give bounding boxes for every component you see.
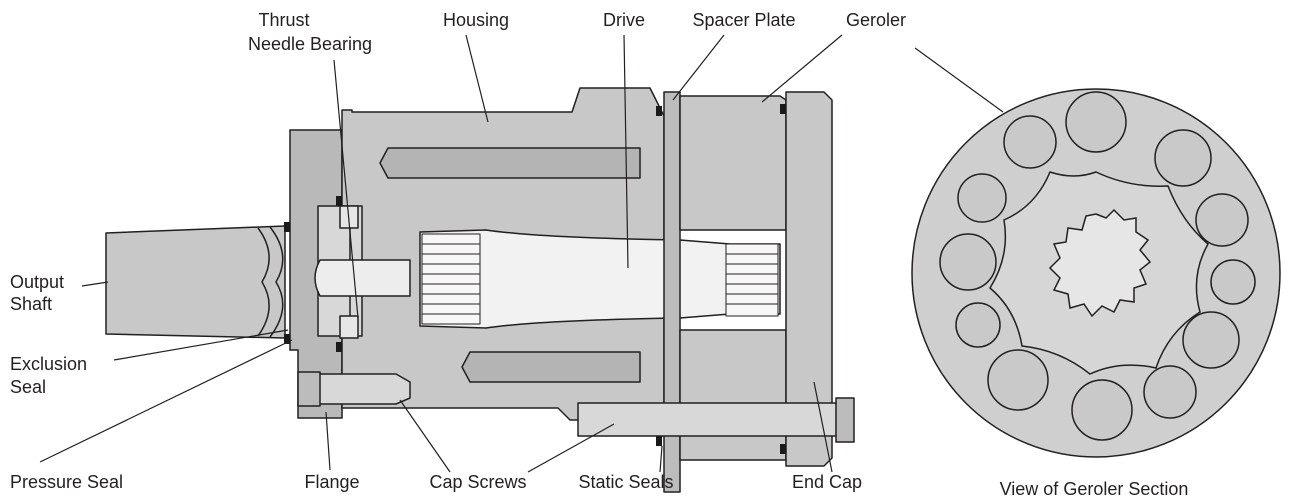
static-seal-bottom bbox=[656, 436, 662, 446]
leader-exclusion-seal bbox=[113, 329, 289, 361]
cap-screw-long bbox=[577, 402, 841, 437]
spacer-plate bbox=[663, 91, 681, 493]
pressure-seal-mark bbox=[284, 334, 290, 344]
housing-inner-cavity-top bbox=[379, 147, 641, 179]
leader-static-seals bbox=[659, 445, 663, 473]
shaft-coupling-curves bbox=[257, 226, 284, 338]
label-output-shaft-line2: Shaft bbox=[10, 294, 52, 314]
leader-housing bbox=[465, 34, 489, 123]
label-geroler: Geroler bbox=[846, 10, 906, 30]
leader-pressure-seal bbox=[39, 339, 293, 463]
bearing-seal-bottom bbox=[336, 342, 342, 352]
leader-geroler-section bbox=[914, 47, 1004, 113]
label-exclusion-seal-line2: Seal bbox=[10, 377, 46, 397]
label-thrust-bearing-line2: Needle Bearing bbox=[248, 34, 372, 54]
labels: Thrust Needle Bearing Housing Drive Spac… bbox=[10, 10, 1188, 499]
label-output-shaft-line1: Output bbox=[10, 272, 64, 292]
cap-screw-long-head bbox=[835, 397, 855, 443]
label-thrust-bearing-line1: Thrust bbox=[258, 10, 309, 30]
label-geroler-section-caption: View of Geroler Section bbox=[1000, 479, 1189, 499]
shaft-bore bbox=[314, 259, 411, 297]
cap-screw-lower bbox=[317, 373, 411, 405]
label-exclusion-seal-line1: Exclusion bbox=[10, 354, 87, 374]
leader-cap-screws-1 bbox=[399, 399, 451, 473]
cap-screw-lower-head bbox=[297, 371, 321, 407]
label-drive: Drive bbox=[603, 10, 645, 30]
thrust-bearing-bottom bbox=[339, 315, 359, 339]
leader-output-shaft bbox=[81, 281, 109, 287]
label-flange: Flange bbox=[304, 472, 359, 492]
bearing-seal-top bbox=[336, 196, 342, 206]
geroler-rollers bbox=[939, 91, 1256, 441]
geroler-section-view bbox=[911, 88, 1281, 458]
leader-spacer-plate bbox=[672, 34, 725, 101]
drive-spline-left bbox=[421, 233, 481, 325]
leader-drive bbox=[623, 34, 629, 269]
drive bbox=[419, 229, 781, 329]
motor-cross-section bbox=[105, 87, 855, 493]
exclusion-seal-mark bbox=[284, 222, 290, 232]
leader-end-cap bbox=[813, 381, 833, 473]
housing-inner-cavity-bottom bbox=[461, 351, 641, 383]
leader-cap-screws-2 bbox=[527, 423, 615, 473]
static-seal-bottom-2 bbox=[780, 444, 786, 454]
static-seal-top bbox=[656, 106, 662, 116]
seals bbox=[284, 104, 786, 454]
end-cap bbox=[785, 91, 833, 467]
output-shaft bbox=[105, 225, 286, 339]
leader-thrust-bearing bbox=[333, 59, 359, 319]
label-static-seals: Static Seals bbox=[578, 472, 673, 492]
label-spacer-plate: Spacer Plate bbox=[692, 10, 795, 30]
drive-spline-right bbox=[725, 243, 779, 317]
leader-geroler bbox=[761, 34, 843, 103]
label-pressure-seal: Pressure Seal bbox=[10, 472, 123, 492]
geroler-splined-bore bbox=[1048, 208, 1152, 318]
label-end-cap: End Cap bbox=[792, 472, 862, 492]
leader-flange bbox=[325, 411, 331, 471]
leader-lines bbox=[39, 34, 1004, 473]
static-seal-top-2 bbox=[780, 104, 786, 114]
label-housing: Housing bbox=[443, 10, 509, 30]
label-cap-screws: Cap Screws bbox=[429, 472, 526, 492]
